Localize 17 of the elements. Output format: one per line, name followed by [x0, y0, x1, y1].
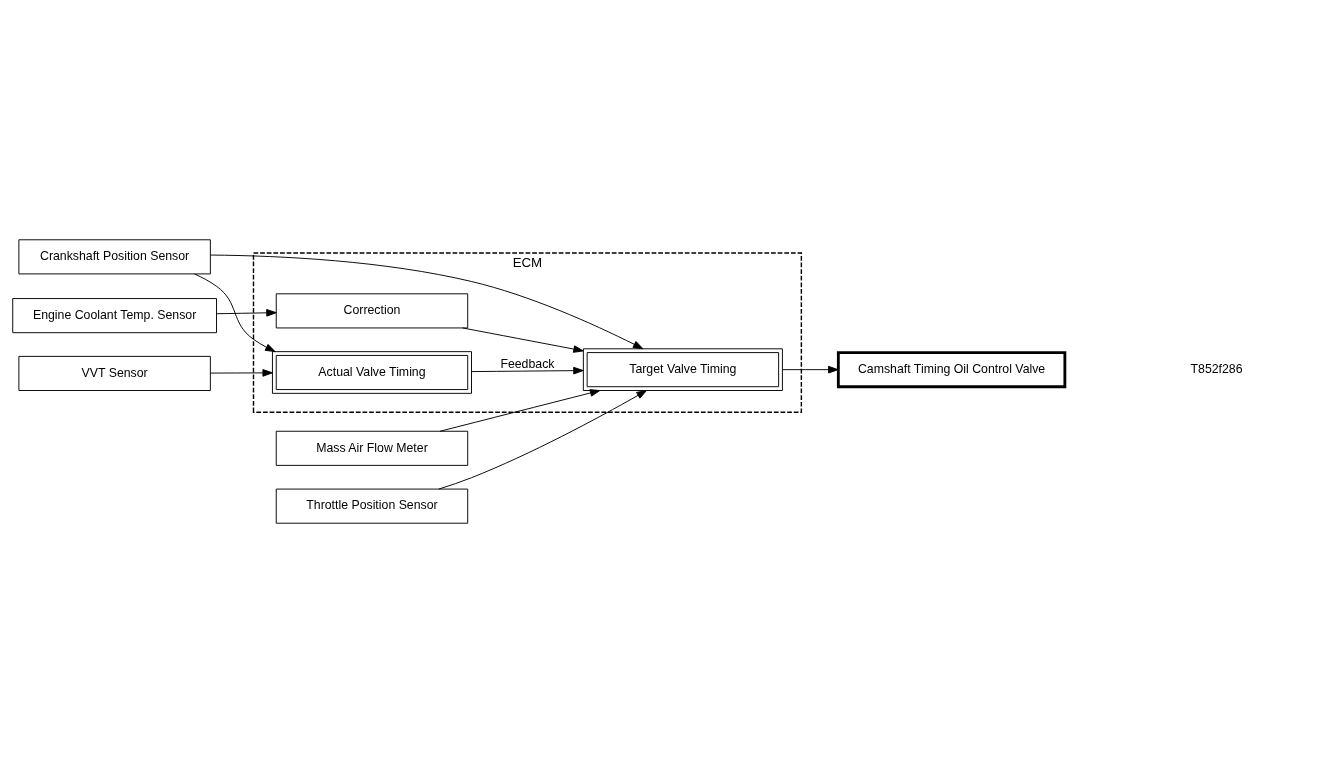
node-box: Camshaft Timing Oil Control Valve [836, 351, 1067, 389]
node-box: Crankshaft Position Sensor [18, 239, 211, 275]
arrow [438, 390, 647, 490]
arrow [216, 309, 277, 317]
arrow [210, 369, 273, 377]
edge-label: Feedback [500, 357, 555, 372]
arrow [210, 254, 644, 350]
label: T852f286 [1190, 361, 1243, 376]
node-box: Engine Coolant Temp. Sensor [12, 298, 217, 334]
arrow [193, 273, 276, 353]
node-box: VVT Sensor [18, 355, 211, 391]
node-box: Correction [275, 293, 469, 329]
arrow [781, 365, 839, 374]
arrow [462, 327, 584, 353]
node-box: Mass Air Flow Meter [275, 430, 469, 466]
arrow [471, 366, 584, 375]
node-box: Throttle Position Sensor [275, 488, 469, 524]
